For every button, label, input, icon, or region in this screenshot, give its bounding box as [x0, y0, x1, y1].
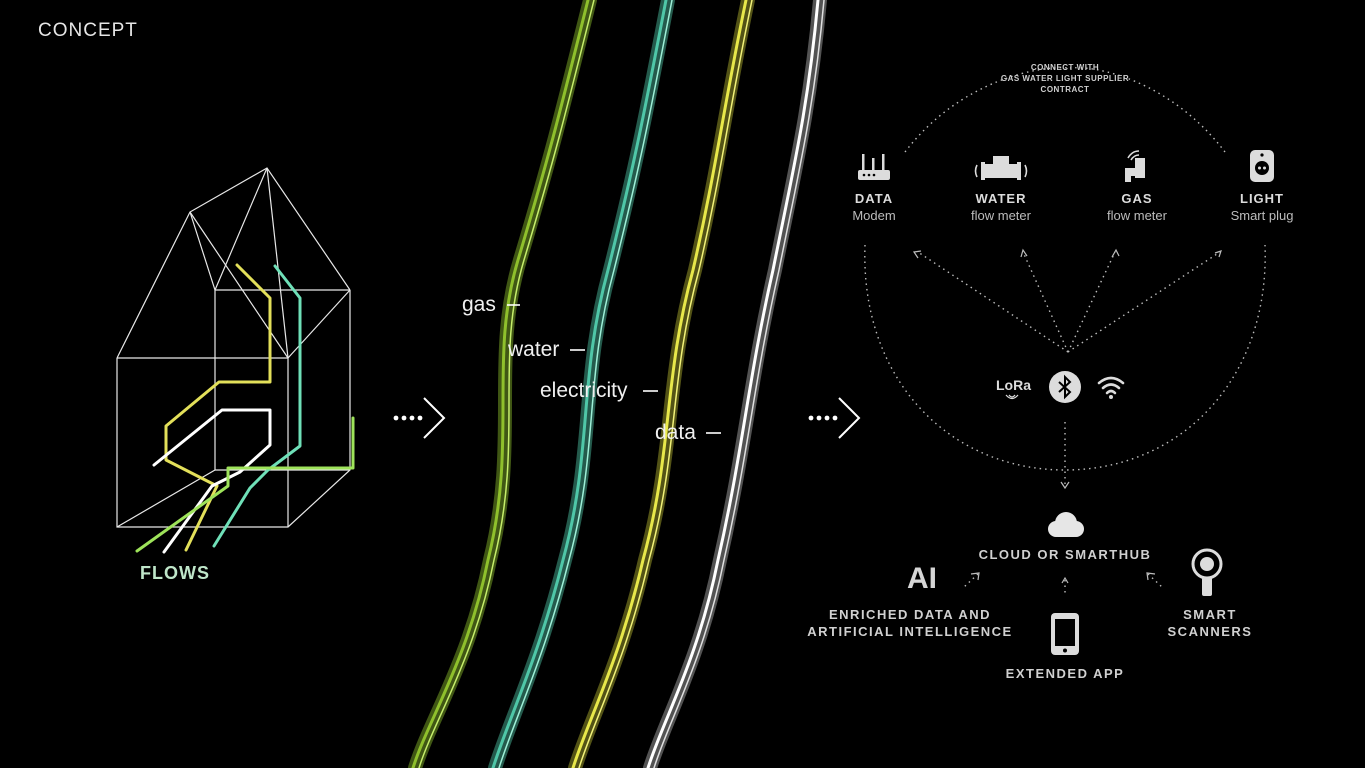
flow-line-green	[135, 416, 355, 553]
device-subtitle: flow meter	[1107, 208, 1167, 223]
ai-caption: ENRICHED DATA AND ARTIFICIAL INTELLIGENC…	[807, 607, 1013, 639]
page-title: CONCEPT	[38, 20, 138, 41]
network-connectors	[864, 66, 1266, 596]
flow-arrow-1	[393, 397, 446, 439]
stream-label-gas: gas	[462, 293, 496, 316]
hub-label: CLOUD OR SMARTHUB	[978, 547, 1152, 562]
device-subtitle: flow meter	[971, 208, 1031, 223]
app-label: EXTENDED APP	[1005, 666, 1125, 681]
stream-data	[643, 0, 827, 768]
device-data-modem: DATA Modem	[799, 150, 949, 223]
ai-icon: AI	[907, 562, 937, 595]
water-meter-icon	[974, 156, 1028, 180]
smart-plug-icon	[1250, 150, 1274, 182]
house-diagram	[116, 167, 355, 554]
lora-icon: LoRa	[996, 377, 1031, 393]
stream-label-data: data	[655, 421, 696, 444]
flows-label: FLOWS	[140, 563, 210, 583]
gas-tap-icon	[1125, 150, 1145, 182]
device-title: WATER	[975, 191, 1027, 206]
cloud-icon	[1048, 512, 1084, 537]
modem-icon	[858, 154, 890, 180]
stream-water	[488, 0, 675, 768]
wifi-icon	[1097, 376, 1125, 399]
device-smart-plug: LIGHT Smart plug	[1187, 146, 1337, 223]
flow-line-white	[152, 408, 272, 554]
house-wireframe	[116, 167, 351, 528]
stream-label-water: water	[508, 338, 560, 361]
flow-line-teal	[212, 264, 302, 548]
device-water-meter: WATER flow meter	[926, 150, 1076, 223]
supplier-arc	[904, 66, 1226, 153]
device-gas-meter: GAS flow meter	[1062, 150, 1212, 223]
device-title: GAS	[1121, 191, 1153, 206]
scanner-icon	[1191, 548, 1223, 596]
device-subtitle: Smart plug	[1230, 208, 1294, 223]
stream-gas	[408, 0, 597, 768]
scanners-caption: SMART SCANNERS	[1167, 607, 1253, 639]
device-subtitle: Modem	[852, 208, 896, 223]
coverage-circle	[864, 244, 1266, 471]
stream-label-ticks	[507, 304, 721, 434]
flow-arrow-2	[808, 397, 861, 439]
supplier-contract-note: CONNECT WITH GAS WATER LIGHT SUPPLIER CO…	[1000, 63, 1130, 94]
device-title: DATA	[854, 191, 894, 206]
lora-signal-icon	[1005, 394, 1019, 400]
smartphone-icon	[1051, 613, 1079, 655]
stream-electricity	[568, 0, 755, 768]
device-title: LIGHT	[1240, 191, 1284, 206]
bluetooth-icon	[1049, 371, 1081, 403]
flow-line-yellow	[164, 263, 272, 552]
streams-graphic	[408, 0, 827, 768]
stream-label-electricity: electricity	[540, 379, 628, 402]
